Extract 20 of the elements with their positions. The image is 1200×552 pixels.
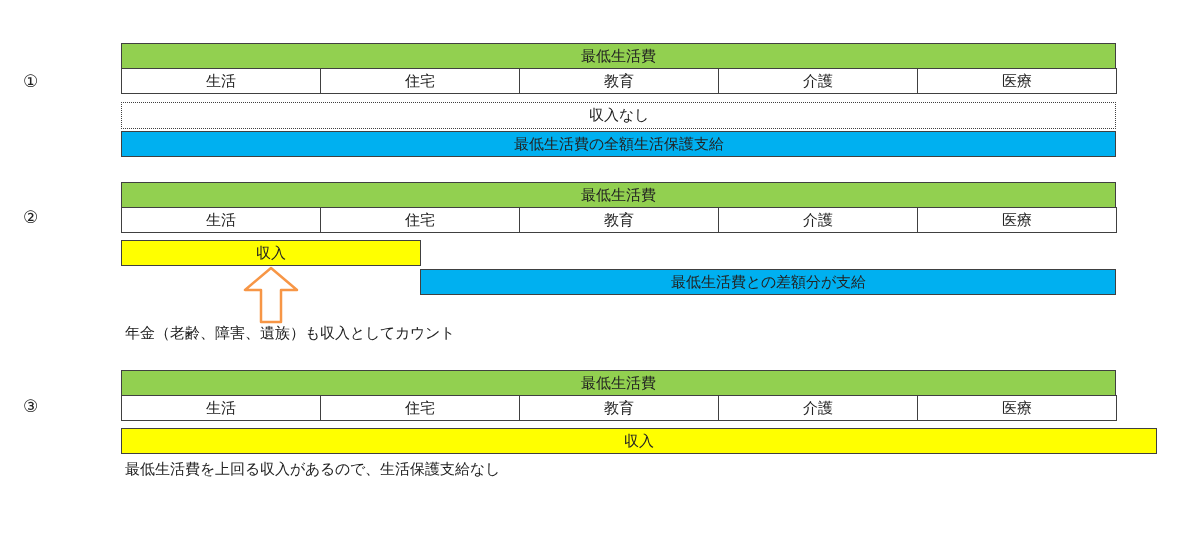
scenario-number: ③: [23, 397, 39, 415]
expense-cell: 医療: [917, 207, 1117, 233]
benefit-bar: 最低生活費の全額生活保護支給: [121, 131, 1116, 157]
benefit-bar: 最低生活費との差額分が支給: [420, 269, 1116, 295]
budget-header-bar: 最低生活費: [121, 43, 1116, 69]
dashed-bar: 収入なし: [121, 102, 1116, 129]
income-bar: 収入: [121, 428, 1157, 454]
budget-header-bar: 最低生活費: [121, 182, 1116, 208]
expense-cell: 医療: [917, 68, 1117, 94]
block-arrow: [243, 266, 299, 324]
scenario-number: ②: [23, 208, 39, 226]
expense-cell: 医療: [917, 395, 1117, 421]
scenario-number: ①: [23, 72, 39, 90]
note-text: 年金（老齢、障害、遺族）も収入としてカウント: [125, 324, 455, 342]
note-text: 最低生活費を上回る収入があるので、生活保護支給なし: [125, 460, 500, 478]
expense-cell: 生活: [121, 68, 321, 94]
income-bar: 収入: [121, 240, 421, 266]
expense-cell: 生活: [121, 207, 321, 233]
expense-cell: 生活: [121, 395, 321, 421]
budget-header-bar: 最低生活費: [121, 370, 1116, 396]
